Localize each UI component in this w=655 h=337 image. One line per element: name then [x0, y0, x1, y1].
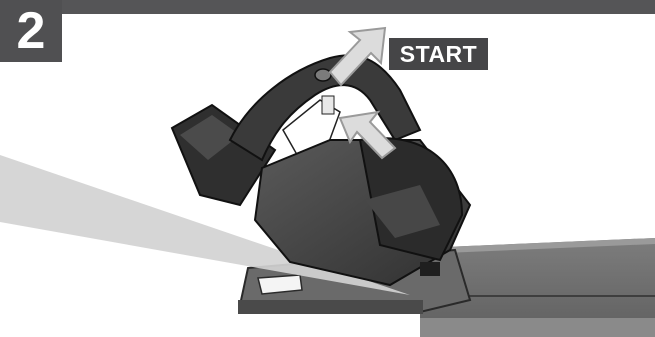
start-label: START [389, 38, 488, 70]
